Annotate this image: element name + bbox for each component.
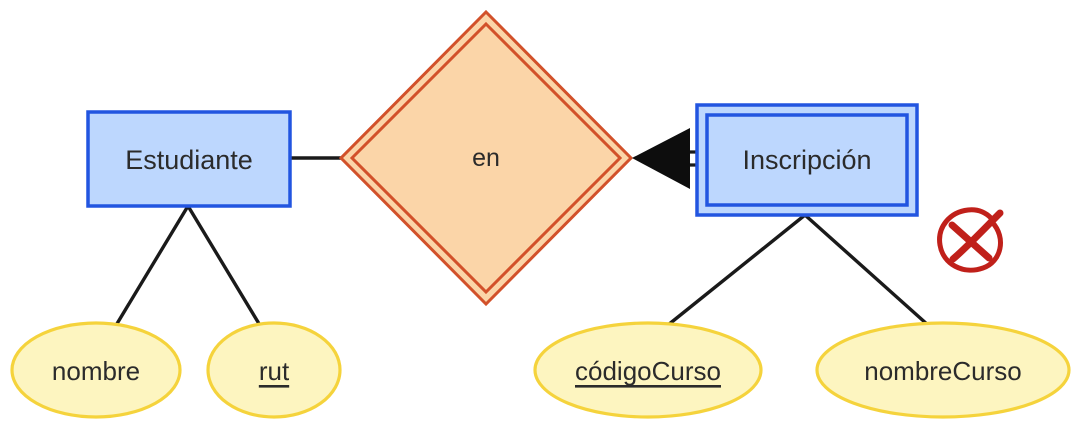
entity-inscripcion[interactable]: Inscripción <box>695 103 919 217</box>
attribute-nombre[interactable]: nombre <box>10 321 182 419</box>
attribute-rut-ellipse <box>206 321 342 419</box>
relationship-en-label: en <box>472 144 500 172</box>
attribute-nombrecurso-label: nombreCurso <box>864 356 1022 386</box>
attribute-nombrecurso-ellipse <box>815 321 1071 419</box>
relationship-en[interactable]: en <box>338 9 634 307</box>
connector-inscripcion-attribute-codigocurso <box>666 213 807 327</box>
attribute-codigocurso-label: códigoCurso <box>575 356 721 386</box>
connector-layer <box>113 156 930 329</box>
circled-x-icon-circle <box>937 207 1003 273</box>
connector-inscripcion-attribute-nombrecurso <box>803 213 930 327</box>
entity-inscripcion-inner-box <box>705 113 909 207</box>
attribute-rut-label: rut <box>259 356 290 386</box>
entity-inscripcion-label: Inscripción <box>742 145 871 175</box>
attribute-codigocurso-ellipse <box>533 321 763 419</box>
connector-estudiante-attribute-nombre <box>113 204 190 329</box>
connector-estudiante-attribute-rut <box>186 204 263 329</box>
attribute-nombre-label: nombre <box>52 356 140 386</box>
entity-estudiante-label: Estudiante <box>125 145 253 175</box>
attribute-nombre-ellipse <box>10 321 182 419</box>
entity-estudiante[interactable]: Estudiante <box>86 110 292 208</box>
attribute-nombrecurso[interactable]: nombreCurso <box>815 321 1071 419</box>
attribute-rut[interactable]: rut <box>206 321 342 419</box>
connector-arrowhead-icon <box>632 128 690 189</box>
relationship-en-inner-diamond <box>349 21 623 295</box>
circled-x-icon-stroke-b <box>949 209 1004 263</box>
attribute-codigocurso[interactable]: códigoCurso <box>533 321 763 419</box>
entity-estudiante-box <box>86 110 292 208</box>
connector-inscripcion-to-relationship-en <box>632 128 700 189</box>
circled-x-icon <box>937 207 1004 273</box>
